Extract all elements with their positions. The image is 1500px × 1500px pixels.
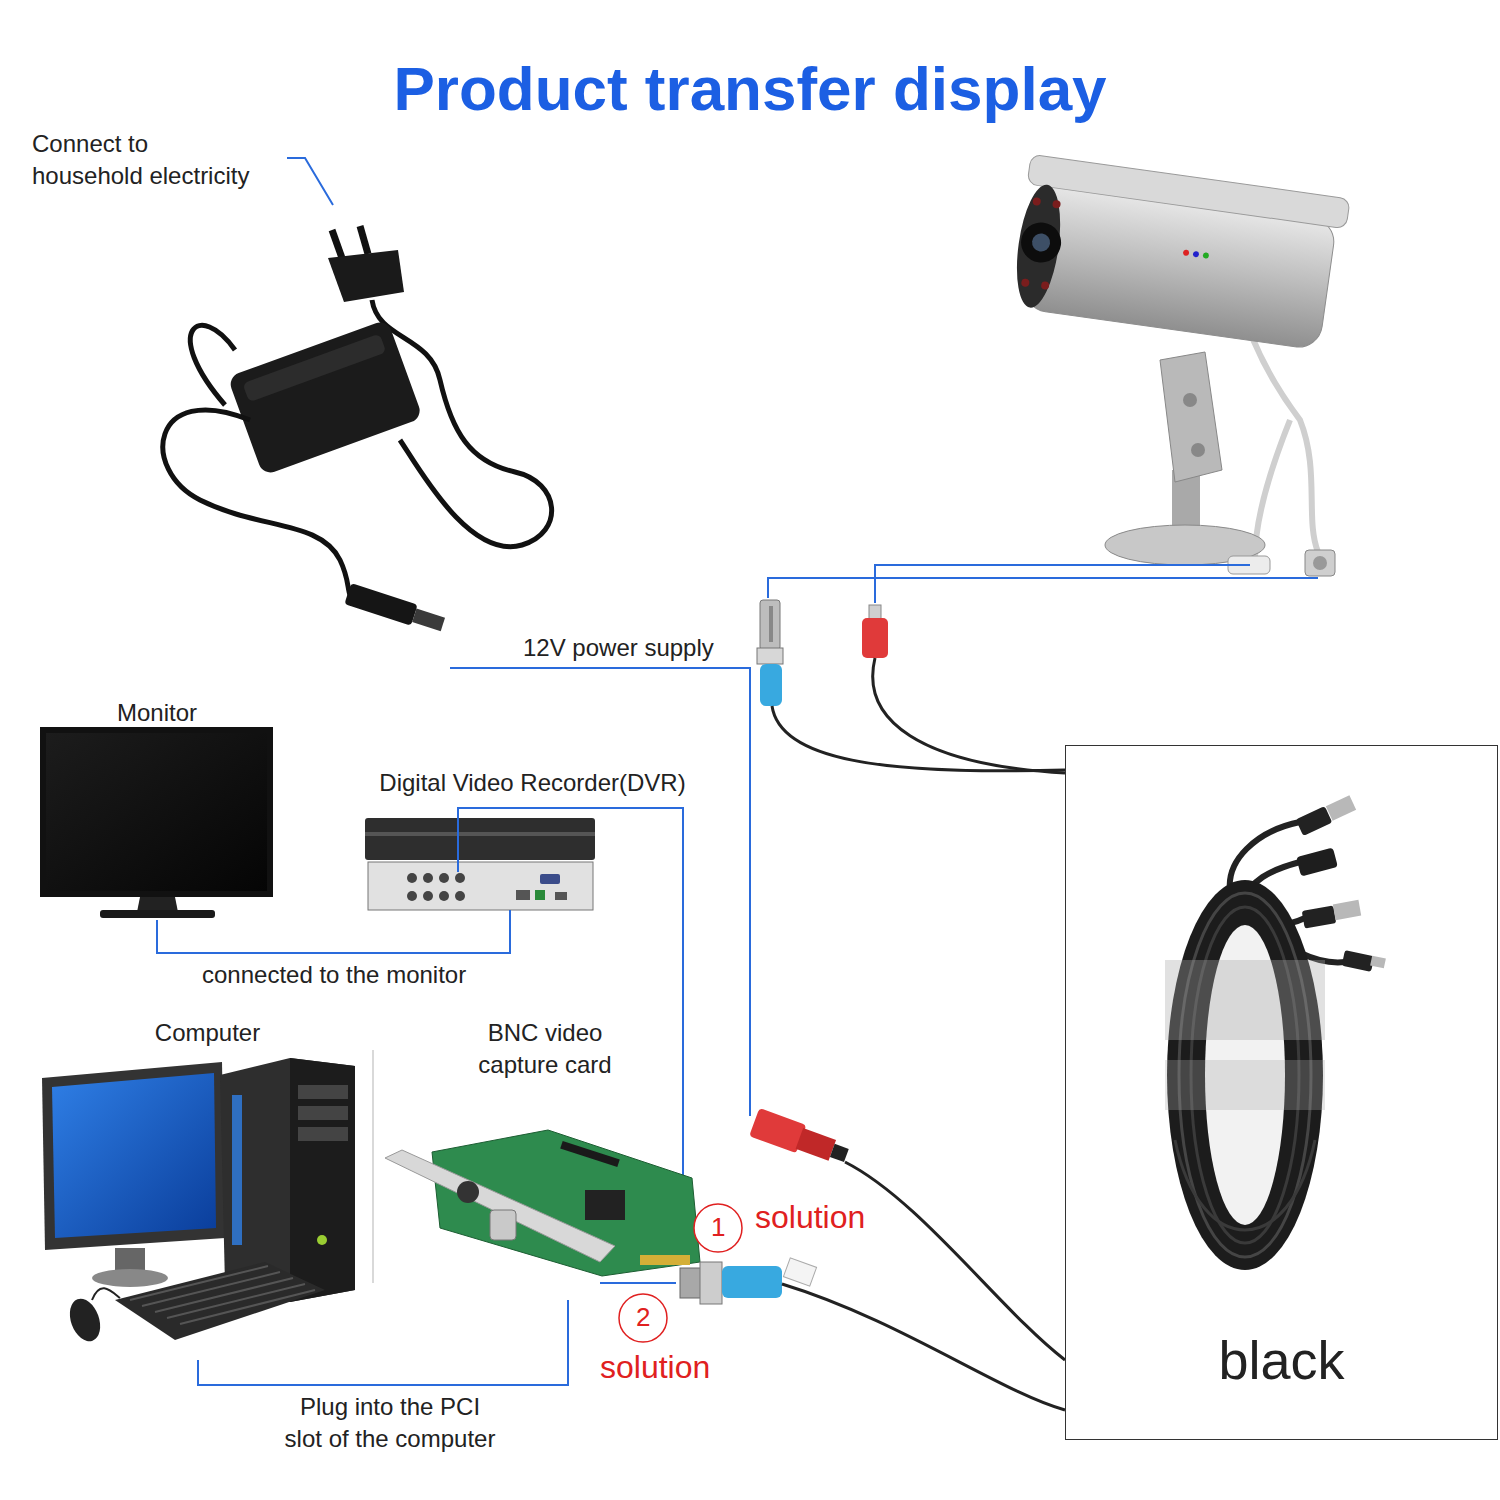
node-label: black	[1218, 1324, 1344, 1397]
cable-box: black	[1065, 745, 1498, 1440]
computer-illustration	[42, 1050, 373, 1345]
wire-label: 12V power supply	[523, 632, 714, 664]
node-label: BNC video capture card	[465, 1017, 625, 1082]
node-label: Monitor	[117, 697, 197, 729]
power-adapter	[163, 158, 750, 1116]
callout-text: solution	[600, 1346, 710, 1389]
capture-card	[385, 1130, 700, 1283]
connector-label: connected to the monitor	[202, 959, 466, 991]
coiled-cable	[1165, 795, 1386, 1270]
node-label: Digital Video Recorder(DVR)	[379, 767, 685, 799]
callout-text: Connect to household electricity	[32, 128, 260, 193]
device-label-box: Computer	[40, 1013, 375, 1360]
connector-label: Plug into the PCI slot of the computer	[282, 1391, 498, 1456]
cctv-camera	[768, 154, 1350, 603]
callout-number: 2	[636, 1300, 650, 1335]
node-label: Computer	[155, 1017, 260, 1049]
monitor-illustration	[40, 727, 273, 918]
device-label-box: Monitor	[38, 695, 276, 920]
device-label-box: Digital Video Recorder(DVR)	[350, 765, 715, 910]
callout-number: 1	[711, 1210, 725, 1245]
diagram-title: Product transfer display	[0, 52, 1500, 126]
callout-text: solution	[755, 1196, 865, 1239]
connector	[198, 1300, 568, 1385]
cable-pigtail-top	[757, 600, 1065, 773]
connector	[157, 910, 510, 953]
device-label-box: BNC video capture card	[385, 1013, 705, 1300]
